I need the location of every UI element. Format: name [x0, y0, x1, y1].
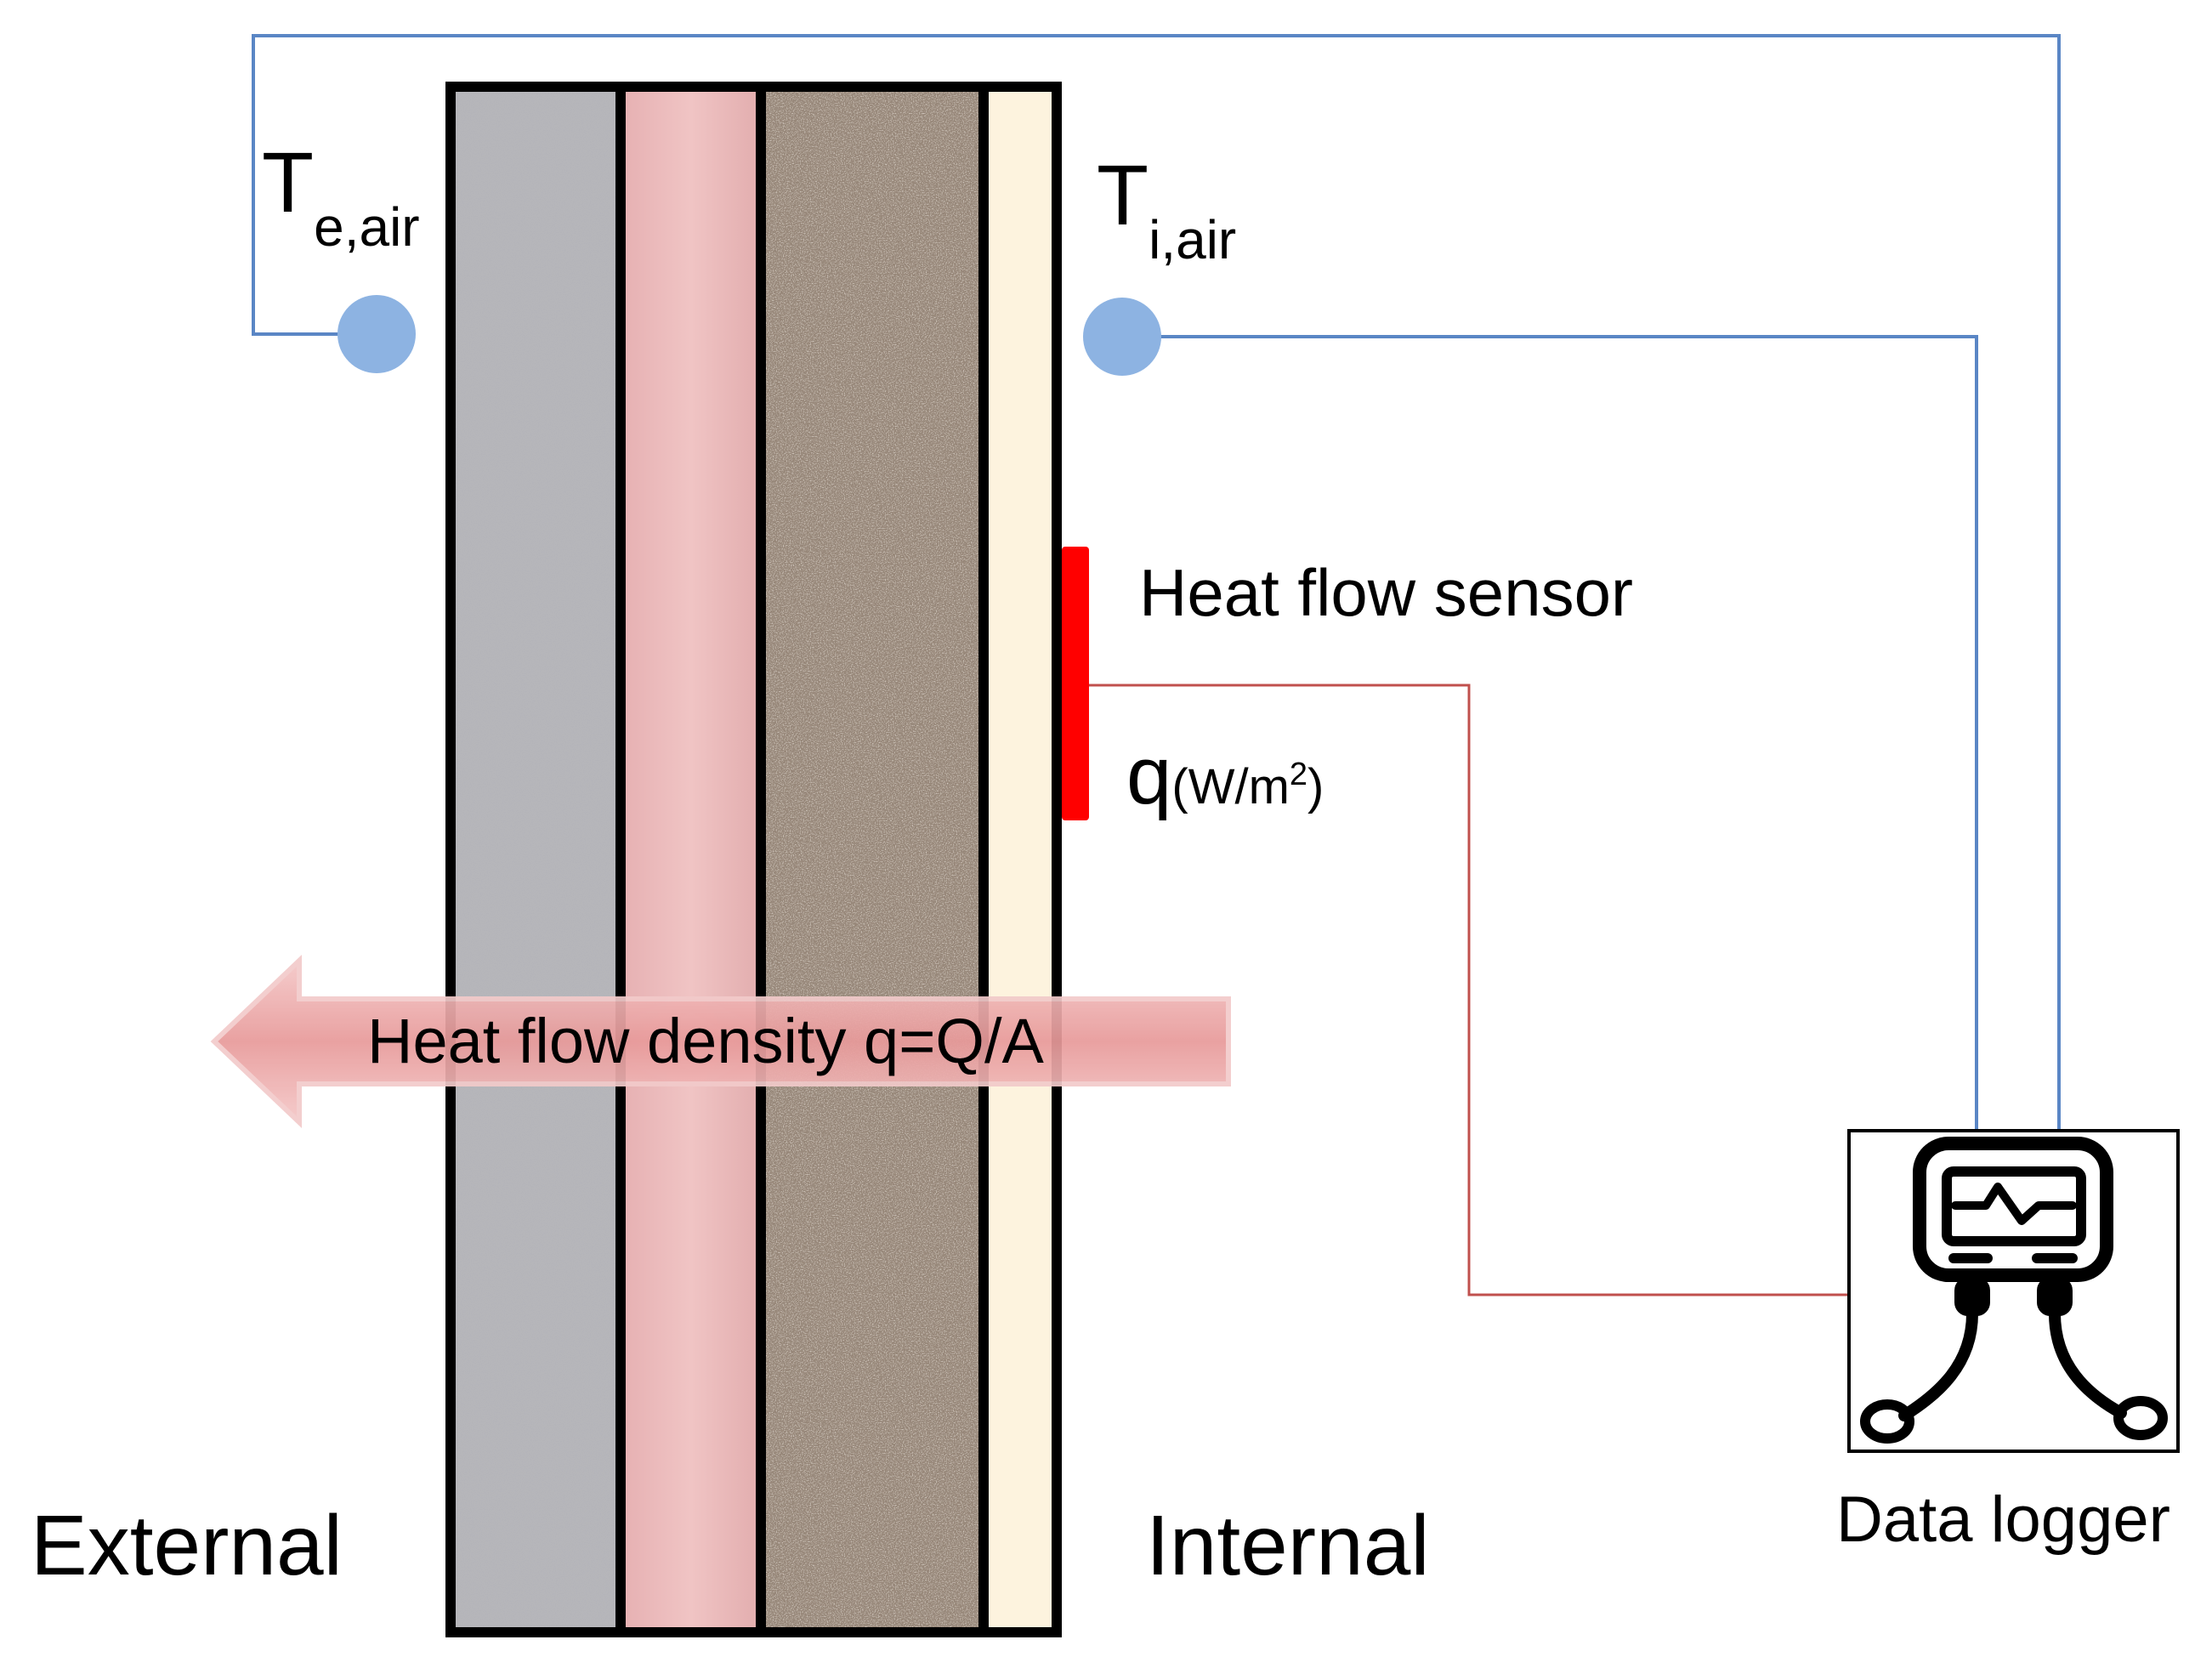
heat-flux-symbol: q	[1126, 730, 1172, 821]
heat-flow-arrow	[210, 955, 1231, 1128]
internal-sensor-wire	[1122, 335, 1978, 1131]
internal-side-label: Internal	[1146, 1498, 1430, 1593]
heat-flow-sensor-label: Heat flow sensor	[1139, 555, 1633, 630]
temperature-subscript: i,air	[1149, 209, 1237, 270]
heat-flow-sensor-wire	[1088, 684, 1849, 1296]
internal-temperature-sensor	[1083, 298, 1161, 376]
temperature-symbol: T	[1097, 148, 1149, 243]
granite-speckle	[451, 87, 621, 1632]
brick-layer	[621, 87, 761, 1632]
heat-flow-sensor	[1062, 547, 1089, 820]
heat-flux-unit: (W/m2)	[1171, 757, 1324, 814]
temperature-symbol: T	[262, 135, 315, 230]
data-logger-box	[1847, 1129, 2180, 1453]
data-logger-icon	[1860, 1137, 2168, 1444]
insulation-speckle	[761, 87, 984, 1632]
heat-flow-density-label: Heat flow density q=Q/A	[367, 1006, 1044, 1076]
data-logger-label: Data logger	[1836, 1484, 2170, 1556]
external-side-label: External	[31, 1498, 343, 1593]
external-air-temperature-label: Te,air	[262, 140, 420, 254]
plaster-layer	[984, 87, 1057, 1632]
layer-dividers	[615, 87, 989, 1632]
wall	[445, 82, 1062, 1637]
data-logger	[1847, 1129, 2180, 1453]
temperature-wiring	[252, 34, 2061, 1131]
internal-air-temperature-label: Ti,air	[1097, 153, 1236, 267]
heat-flux-label: q(W/m2)	[1126, 735, 1324, 817]
external-sensor-wire	[252, 34, 2061, 1131]
external-temperature-sensor	[337, 295, 416, 373]
wall-outline	[445, 82, 1062, 1637]
temperature-subscript: e,air	[314, 196, 420, 258]
